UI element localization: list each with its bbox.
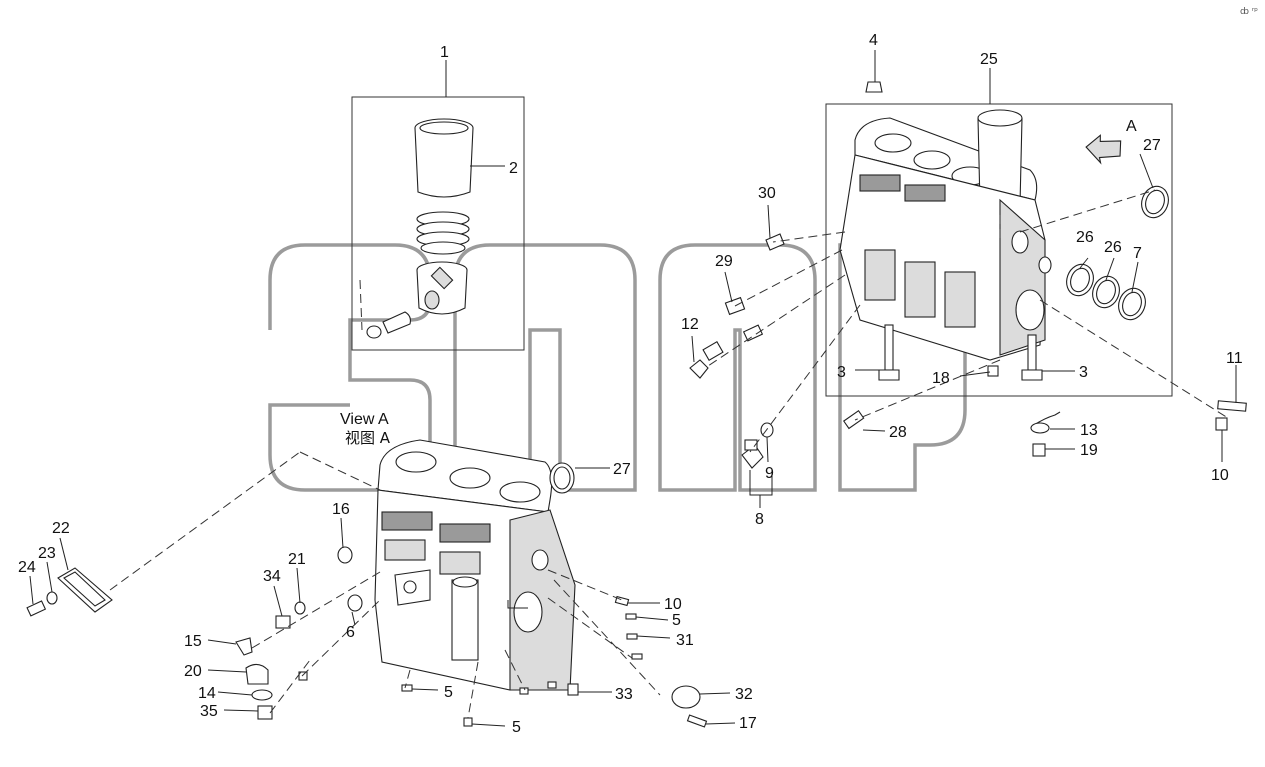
callout-27: 27 — [613, 461, 631, 478]
piston-group-box — [351, 60, 525, 351]
callout-16: 16 — [332, 501, 350, 518]
callout-numbers: 1 2 3 3 4 5 5 5 6 7 8 9 10 10 11 12 13 1… — [18, 32, 1243, 736]
right-side-fittings — [689, 185, 1247, 469]
callout-5: 5 — [444, 684, 453, 701]
callout-28: 28 — [889, 424, 907, 441]
callout-3: 3 — [1079, 364, 1088, 381]
callout-leaders — [29, 50, 1237, 727]
callout-15: 15 — [184, 633, 202, 650]
callout-24: 24 — [18, 559, 36, 576]
callout-29: 29 — [715, 253, 733, 270]
callout-8: 8 — [755, 511, 764, 528]
callout-32: 32 — [735, 686, 753, 703]
view-a-label-cn: 视图 A — [345, 429, 391, 447]
callout-34: 34 — [263, 568, 281, 585]
callout-26: 26 — [1076, 229, 1094, 246]
corner-mark: ȸ ʳᵖ — [1240, 7, 1258, 17]
callout-30: 30 — [758, 185, 776, 202]
callout-26: 26 — [1104, 239, 1122, 256]
callout-11: 11 — [1226, 350, 1243, 367]
callout-21: 21 — [288, 551, 306, 568]
callout-10: 10 — [1211, 467, 1229, 484]
callout-5: 5 — [672, 612, 681, 629]
callout-18: 18 — [932, 370, 950, 387]
callout-4: 4 — [869, 32, 878, 49]
callout-27: 27 — [1143, 137, 1161, 154]
callout-10: 10 — [664, 596, 682, 613]
callout-23: 23 — [38, 545, 56, 562]
view-a-label: View A — [340, 411, 389, 428]
callout-33: 33 — [615, 686, 633, 703]
callout-20: 20 — [184, 663, 202, 680]
callout-12: 12 — [681, 316, 699, 333]
callout-25: 25 — [980, 51, 998, 68]
callout-35: 35 — [200, 703, 218, 720]
callout-5: 5 — [512, 719, 521, 736]
callout-13: 13 — [1080, 422, 1098, 439]
callout-19: 19 — [1080, 442, 1098, 459]
callout-7: 7 — [1133, 245, 1142, 262]
arrow-a-label: A — [1126, 118, 1137, 135]
callout-22: 22 — [52, 520, 70, 537]
callout-3: 3 — [837, 364, 846, 381]
assembly-guide-lines — [109, 189, 1229, 719]
callout-2: 2 — [509, 160, 518, 177]
callout-17: 17 — [739, 715, 757, 732]
callout-1: 1 — [440, 44, 449, 61]
cylinder-block-assembly — [825, 68, 1173, 397]
cylinder-block-view-a — [374, 439, 576, 691]
left-side-fittings — [26, 462, 708, 728]
callout-31: 31 — [676, 632, 694, 649]
callout-9: 9 — [765, 465, 774, 482]
callout-14: 14 — [198, 685, 216, 702]
callout-6: 6 — [346, 624, 355, 641]
